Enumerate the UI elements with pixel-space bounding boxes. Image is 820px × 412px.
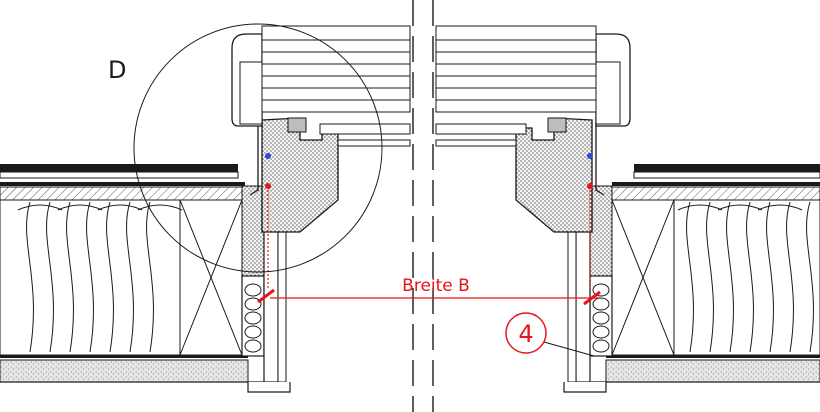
- left-glazing-unit: [319, 123, 411, 147]
- left-roof-assembly: [0, 164, 268, 383]
- glazing-gap-mask: [414, 24, 432, 114]
- left-frame-fixing: [287, 117, 307, 133]
- right-vapour-layer: [606, 355, 820, 358]
- detail-label: D: [108, 56, 126, 84]
- left-insulation-batts: [17, 201, 183, 353]
- left-board-layer: [0, 186, 243, 201]
- left-red-slash: [257, 288, 275, 304]
- left-window-frame: [231, 33, 339, 233]
- right-seal-roll-coils: [592, 283, 610, 353]
- left-seal-roll-coils: [244, 283, 262, 353]
- right-insulation-zone: [611, 199, 820, 356]
- left-roof-batten: [0, 171, 239, 179]
- left-frame-cladding: [249, 118, 259, 196]
- right-frame-cladding: [595, 118, 605, 196]
- callout-number: 4: [518, 320, 533, 348]
- right-membrane: [612, 182, 820, 186]
- callout-leader: [543, 341, 595, 357]
- right-insulation-batts: [677, 201, 814, 353]
- right-sill: [563, 382, 607, 393]
- right-interior-lining: [605, 359, 820, 383]
- left-annotation-markers: [257, 153, 275, 304]
- callout-circle: [505, 312, 547, 354]
- right-frame-body: [515, 117, 593, 233]
- right-roof-assembly: [576, 164, 820, 383]
- right-glazing-unit: [435, 123, 527, 147]
- left-blue-seal: [265, 153, 271, 159]
- left-insulation-zone: [0, 199, 243, 356]
- left-foam-strip: [241, 185, 265, 277]
- right-foam-strip: [589, 185, 613, 277]
- right-roof-tiles: [634, 164, 820, 172]
- right-frame-connection: [563, 185, 613, 393]
- right-blue-seal: [587, 153, 593, 159]
- detail-circle: [133, 23, 383, 273]
- right-board-layer: [611, 186, 820, 201]
- break-lines: [412, 0, 434, 412]
- left-interior-lining: [0, 359, 249, 383]
- left-liner-board: [277, 221, 287, 383]
- right-glazing-top: [435, 25, 597, 113]
- right-sash-cover-inner: [595, 61, 621, 125]
- left-frame-body: [261, 117, 339, 233]
- right-frame-fixing: [547, 117, 567, 133]
- left-sill: [247, 382, 291, 393]
- left-roof-tiles: [0, 164, 238, 172]
- left-inner-liner: [263, 219, 279, 383]
- right-liner-board: [567, 221, 577, 383]
- dimension-label: Breite B: [402, 276, 470, 296]
- left-membrane: [0, 182, 245, 186]
- left-sash-cover-inner: [239, 61, 263, 125]
- left-vapour-layer: [0, 355, 248, 358]
- right-roof-batten: [633, 171, 820, 179]
- left-glazing-top: [261, 25, 411, 113]
